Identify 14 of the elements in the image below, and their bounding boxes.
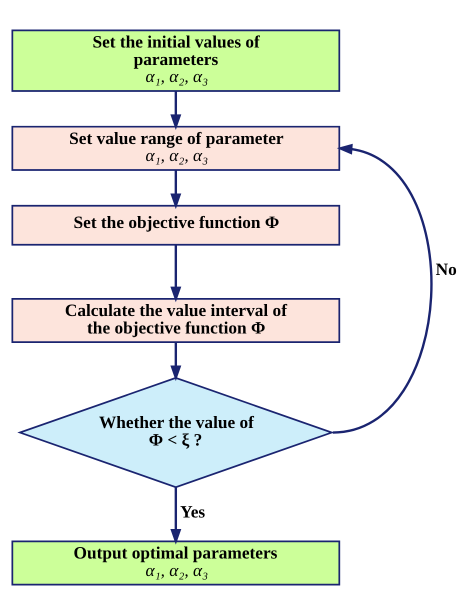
edge-label: Yes [180, 502, 206, 521]
edge-label: No [436, 259, 457, 278]
arrow [170, 170, 182, 209]
arrow [170, 90, 182, 130]
arrow [170, 244, 182, 302]
node-box: Output optimal parameters α₁, α₂, α₃ [11, 540, 340, 586]
node-box: Set the initial values of parameters α₁, α₂, α₃ [11, 28, 340, 92]
arrow [170, 486, 182, 544]
node-box: Calculate the value interval of the objective function Φ [11, 297, 340, 342]
arrow [170, 342, 182, 381]
node-box: Set value range of parameter α₁, α₂, α₃ [11, 125, 340, 170]
node-diamond: Whether the value of Φ < ξ ? [17, 376, 334, 488]
node-box: Set the objective function Φ [11, 204, 340, 246]
arrow [332, 143, 432, 434]
